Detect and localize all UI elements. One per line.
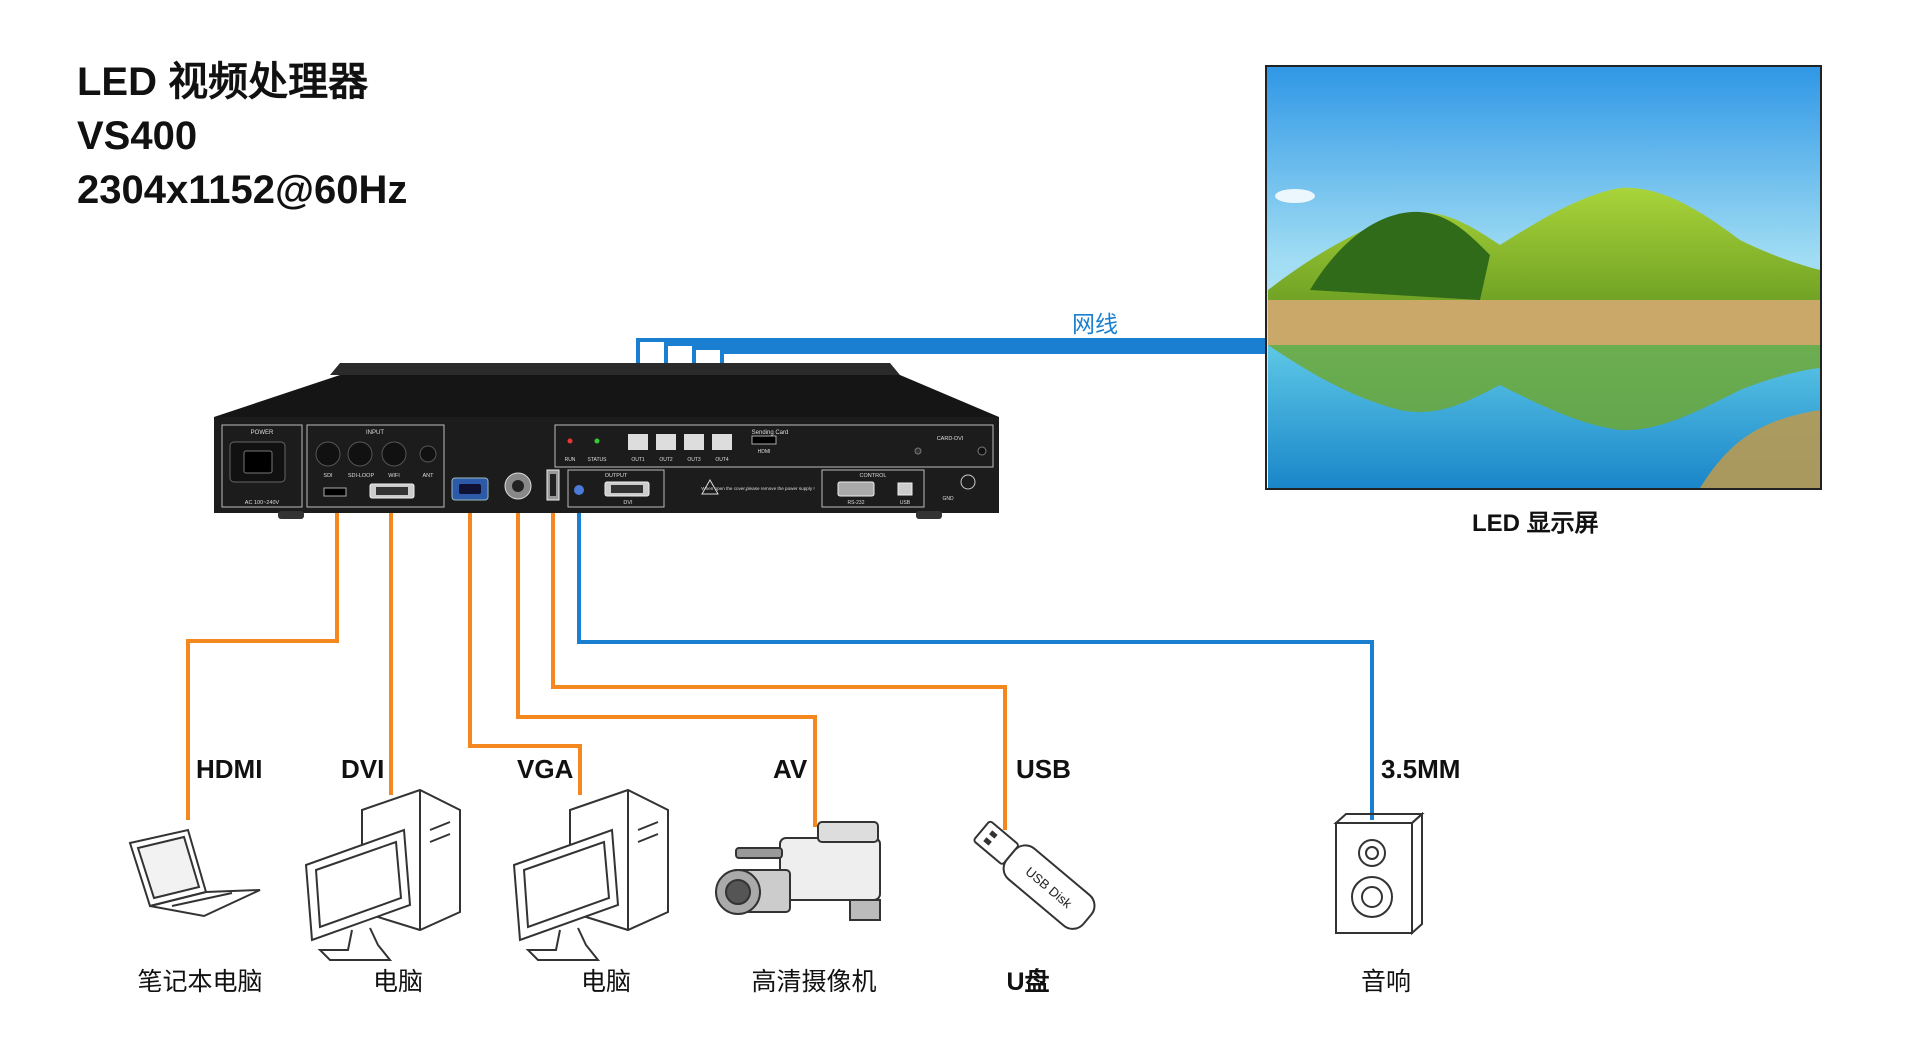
caption-computer-2: 电脑: [580, 968, 631, 996]
ant-port-label: ANT: [423, 473, 435, 479]
speaker-icon: [1333, 811, 1425, 936]
title-resolution: 2304x1152@60Hz: [77, 168, 408, 212]
port-label-dvi: DVI: [341, 754, 385, 784]
sdi-port-label: SDI: [323, 473, 333, 479]
signal-cables: [186, 477, 1007, 830]
out4-label: OUT4: [715, 457, 729, 463]
out3-label: OUT3: [687, 457, 701, 463]
gnd-label: GND: [942, 496, 954, 502]
power-label: POWER: [251, 430, 274, 436]
desktop-computer-icon: [304, 788, 461, 961]
caption-laptop: 笔记本电脑: [137, 968, 263, 996]
title-model: VS400: [77, 114, 198, 158]
port-label-3-5mm: 3.5MM: [1381, 754, 1461, 784]
laptop-icon: [128, 828, 261, 918]
camcorder-icon: [715, 821, 881, 921]
video-processor-device: POWER AC 100~240V INPUT SDI SDI-LOOP WIF…: [214, 363, 999, 519]
title-product-type: LED 视频处理器: [77, 60, 369, 104]
input-label: INPUT: [366, 430, 384, 436]
audio-cable: [577, 495, 1374, 820]
led-screen: [1265, 65, 1822, 490]
sdi-loop-port-label: SDI-LOOP: [348, 473, 375, 479]
rs232-label: RS-232: [848, 500, 865, 506]
caption-computer-1: 电脑: [372, 968, 423, 996]
control-usb-label: USB: [900, 500, 911, 506]
warning-text: When open the cover,please remove the po…: [701, 486, 814, 491]
port-label-av: AV: [773, 754, 808, 784]
network-cable-label: 网线: [1072, 311, 1118, 337]
out2-label: OUT2: [659, 457, 673, 463]
out1-label: OUT1: [631, 457, 645, 463]
port-label-vga: VGA: [517, 754, 574, 784]
sending-card-label: Sending Card: [752, 430, 789, 436]
status-label: STATUS: [588, 457, 608, 463]
run-label: RUN: [565, 457, 576, 463]
caption-usb-disk: U盘: [1006, 968, 1050, 996]
control-label: CONTROL: [860, 473, 887, 479]
output-label: OUTPUT: [605, 473, 628, 479]
port-label-usb: USB: [1016, 754, 1071, 784]
usb-disk-icon: USB Disk: [973, 820, 1096, 930]
led-screen-caption: LED 显示屏: [1472, 510, 1599, 537]
ac-label: AC 100~240V: [245, 500, 280, 506]
wifi-port-label: WIFI: [388, 473, 400, 479]
desktop-computer-icon-2: [512, 788, 669, 961]
port-label-hdmi: HDMI: [196, 754, 263, 784]
output-dvi-label: DVI: [623, 500, 633, 506]
card-hdmi-label: HDMI: [758, 449, 771, 455]
card-dvi-label: CARD-DVI: [937, 436, 964, 442]
caption-speaker: 音响: [1360, 968, 1411, 996]
caption-camcorder: 高清摄像机: [751, 968, 877, 996]
